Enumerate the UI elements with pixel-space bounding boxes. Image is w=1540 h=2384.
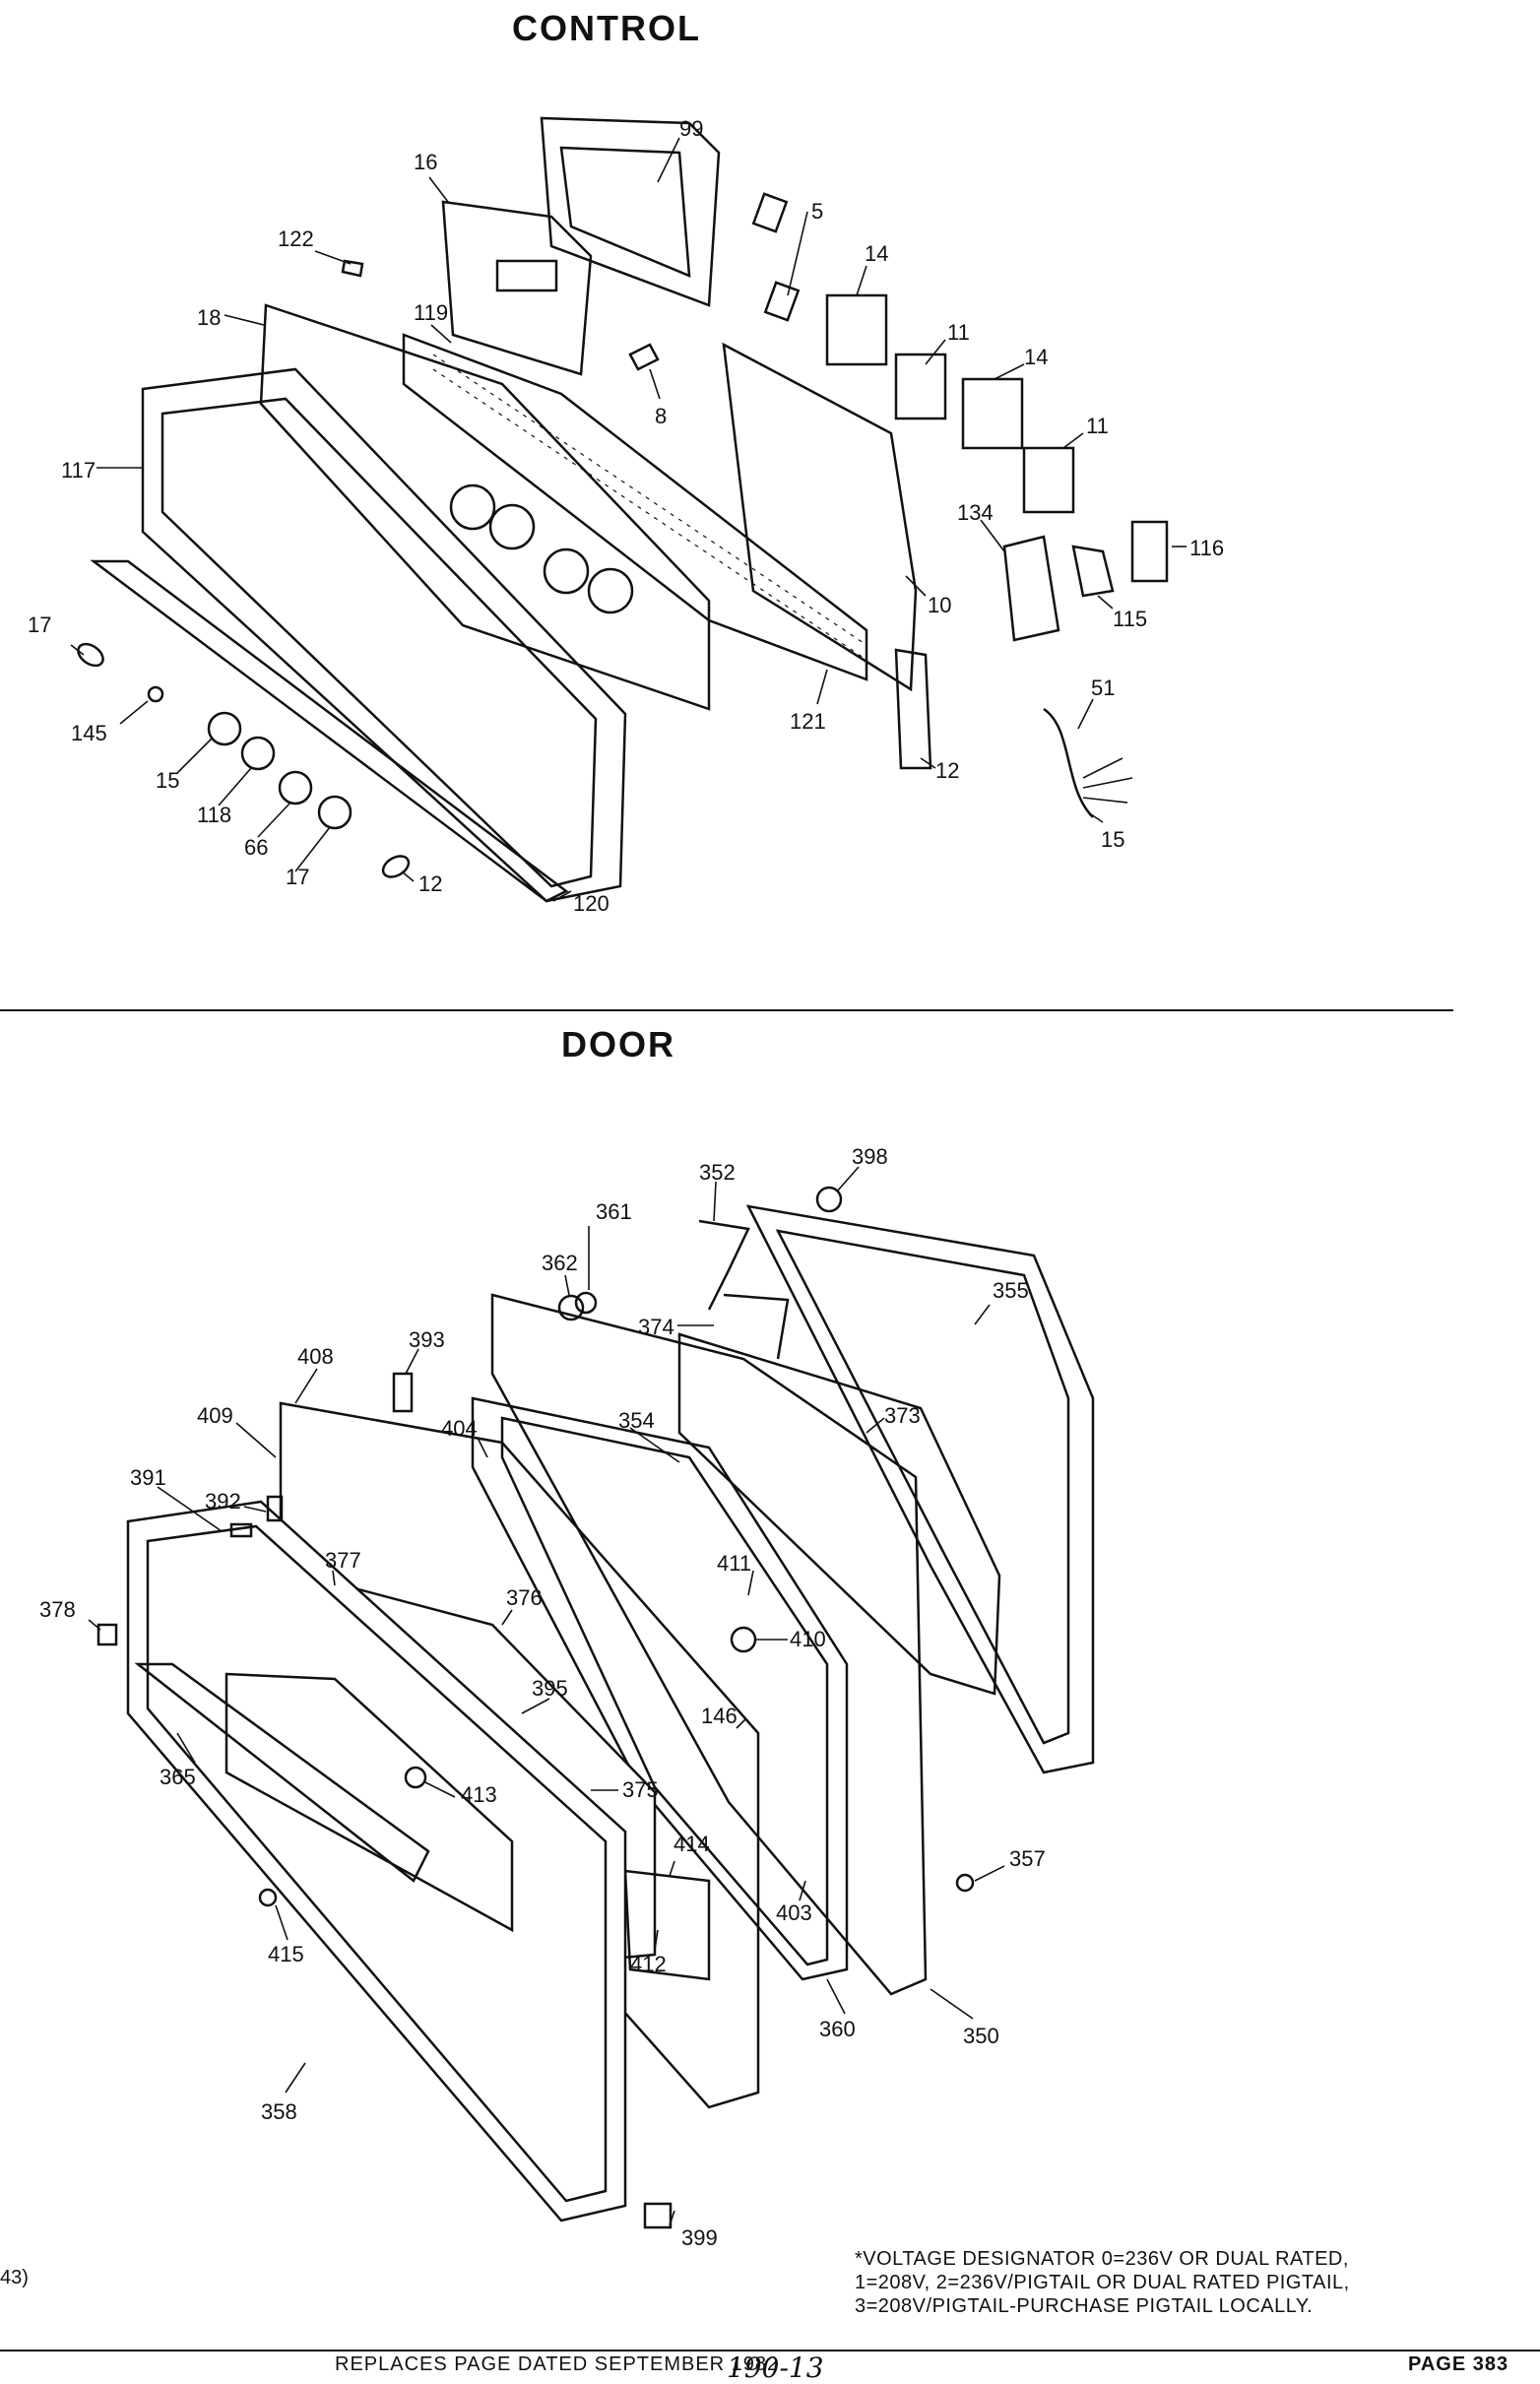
door-callout: 365 xyxy=(160,1765,196,1789)
control-callout: 15 xyxy=(156,768,179,793)
door-callout: 355 xyxy=(993,1278,1029,1303)
control-callout: 122 xyxy=(278,226,314,251)
footer-rule xyxy=(0,2350,1540,2352)
control-callout: 66 xyxy=(244,835,268,860)
control-callout: 12 xyxy=(935,758,959,783)
part-120-trim xyxy=(90,559,569,903)
part-358-outer-door xyxy=(126,1500,627,2223)
door-callout: 413 xyxy=(461,1782,497,1807)
door-callout: 412 xyxy=(630,1952,667,1976)
door-callout: 352 xyxy=(699,1160,736,1185)
door-callout: 350 xyxy=(963,2024,999,2048)
door-callout: 360 xyxy=(819,2017,856,2041)
section-divider xyxy=(0,1009,1453,1011)
control-section-title: CONTROL xyxy=(512,8,701,48)
control-callout: 17 xyxy=(286,865,309,889)
control-callout: 117 xyxy=(61,458,96,483)
control-callout: 51 xyxy=(1091,676,1115,700)
control-callout: 8 xyxy=(655,404,667,428)
door-callout: 357 xyxy=(1009,1846,1046,1871)
door-callout: 408 xyxy=(297,1344,334,1369)
control-callout: 12 xyxy=(418,871,442,896)
control-callout: 134 xyxy=(957,500,994,525)
door-callout: 403 xyxy=(776,1901,812,1925)
control-callout: 16 xyxy=(414,150,437,174)
control-callout: 14 xyxy=(1024,345,1048,369)
part-18-panel xyxy=(259,303,711,711)
part-355-liner xyxy=(745,1204,1095,1774)
control-callout: 120 xyxy=(573,891,610,916)
part-373-glass xyxy=(677,1332,1001,1696)
footer-replaces-text: REPLACES PAGE DATED SEPTEMBER 1982 xyxy=(335,2353,780,2375)
control-callout: 145 xyxy=(71,721,107,745)
voltage-note: *VOLTAGE DESIGNATOR 0=236V OR DUAL RATED… xyxy=(855,2247,1534,2318)
control-callout: 115 xyxy=(1113,607,1147,631)
control-callout: 15 xyxy=(1101,827,1124,852)
door-callout: 404 xyxy=(441,1416,478,1441)
door-callout: 358 xyxy=(261,2099,297,2124)
door-callout: 399 xyxy=(681,2225,718,2250)
door-callout: 373 xyxy=(884,1403,921,1428)
door-callout: 415 xyxy=(268,1942,304,1966)
control-callout: 11 xyxy=(947,320,970,345)
page-number: PAGE 383 xyxy=(1408,2353,1509,2375)
door-section-title: DOOR xyxy=(561,1024,675,1064)
part-350-inner xyxy=(490,1293,928,1996)
door-callout: 354 xyxy=(618,1408,655,1433)
part-119-rail xyxy=(402,333,868,681)
door-callout: 395 xyxy=(532,1676,568,1701)
door-callout: 375 xyxy=(622,1777,659,1802)
door-assembly: 398 352 361 362 355 374 393 408 373 409 … xyxy=(39,1144,1095,2250)
control-assembly: 99 16 5 122 14 18 119 11 14 8 11 117 134… xyxy=(28,116,1224,916)
door-callout: 398 xyxy=(852,1144,888,1169)
door-callout: 362 xyxy=(542,1251,578,1275)
control-callout: 18 xyxy=(197,305,221,330)
part-398-bumper xyxy=(815,1186,843,1213)
part-117-frame xyxy=(141,367,627,903)
part-16-clock xyxy=(441,200,593,376)
part-361-screw xyxy=(574,1291,598,1315)
part-10-plate xyxy=(722,342,918,692)
control-callout: 118 xyxy=(197,803,231,827)
door-callout: 393 xyxy=(409,1327,445,1352)
part-360-frame xyxy=(471,1396,849,1981)
control-callout: 99 xyxy=(679,116,703,141)
door-callout: 409 xyxy=(197,1403,233,1428)
door-callout: 376 xyxy=(506,1585,543,1610)
control-callout: 119 xyxy=(414,300,448,325)
door-callout: 392 xyxy=(205,1489,241,1514)
door-callout: 146 xyxy=(701,1704,738,1728)
door-callout: 410 xyxy=(790,1627,826,1651)
control-callout: 10 xyxy=(928,593,951,617)
part-99-bracket xyxy=(540,116,721,307)
voltage-note-line: *VOLTAGE DESIGNATOR 0=236V OR DUAL RATED… xyxy=(855,2248,1349,2270)
door-callout: 377 xyxy=(325,1548,361,1573)
control-callout: 17 xyxy=(28,612,51,637)
control-callout: 116 xyxy=(1189,536,1224,560)
page-edge-fragment: 43) xyxy=(0,2267,29,2288)
voltage-note-line: 1=208V, 2=236V/PIGTAIL OR DUAL RATED PIG… xyxy=(855,2272,1350,2293)
door-callout: 414 xyxy=(674,1832,710,1856)
control-callout: 121 xyxy=(790,709,826,734)
voltage-note-line: 3=208V/PIGTAIL-PURCHASE PIGTAIL LOCALLY. xyxy=(855,2295,1314,2317)
door-callout: 411 xyxy=(717,1551,751,1576)
control-callout: 5 xyxy=(811,199,823,224)
door-callout: 361 xyxy=(596,1199,632,1224)
control-callout: 11 xyxy=(1086,414,1109,438)
part-399-bumper xyxy=(643,2202,673,2229)
door-callout: 391 xyxy=(130,1465,166,1490)
door-callout: 374 xyxy=(638,1315,674,1339)
handwritten-note: 190-13 xyxy=(727,2352,824,2384)
door-callout: 378 xyxy=(39,1597,76,1622)
control-callout: 14 xyxy=(865,241,888,266)
